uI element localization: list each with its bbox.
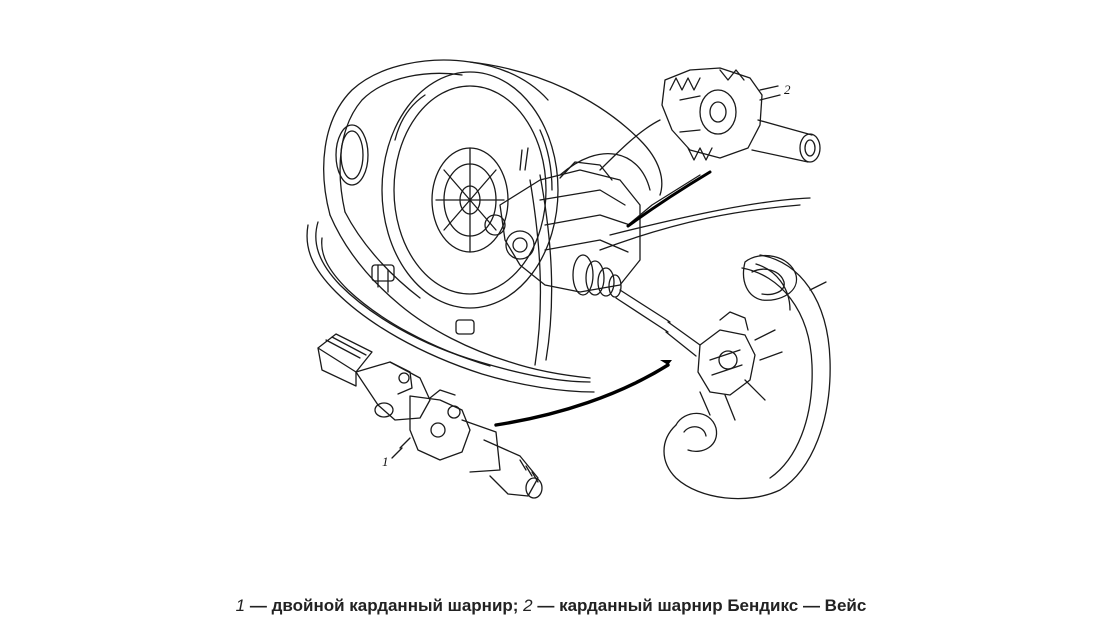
- hub-cutaway-detail: [663, 254, 831, 500]
- caption-text-2: — карданный шарнир Бендикс — Вейс: [532, 596, 867, 615]
- part1-label: 1: [382, 454, 389, 469]
- figure-caption: 1 — двойной карданный шарнир; 2 — кардан…: [0, 596, 1102, 616]
- car-body: [323, 59, 663, 379]
- bendix-weiss-joint-detail: [627, 67, 821, 226]
- leader-lines: [599, 197, 811, 251]
- drawing-canvas: 1 2: [306, 59, 831, 500]
- connector-arrow: [494, 363, 670, 427]
- caption-num-2: 2: [523, 596, 533, 615]
- drive-shaft: [572, 254, 701, 357]
- transaxle: [484, 119, 661, 293]
- part2-label: 2: [784, 82, 791, 97]
- rear-wheel: [381, 71, 559, 309]
- connector-arrowhead: [660, 360, 672, 365]
- part1-leader: [391, 447, 403, 459]
- part2-leader: [759, 85, 779, 91]
- double-cardan-joint-detail: [317, 333, 543, 499]
- bumper: [306, 221, 595, 393]
- technical-illustration: 1 2: [306, 59, 831, 500]
- caption-text-1: — двойной карданный шарнир;: [245, 596, 524, 615]
- connector-line-top: [626, 170, 712, 228]
- caption-num-1: 1: [235, 596, 246, 615]
